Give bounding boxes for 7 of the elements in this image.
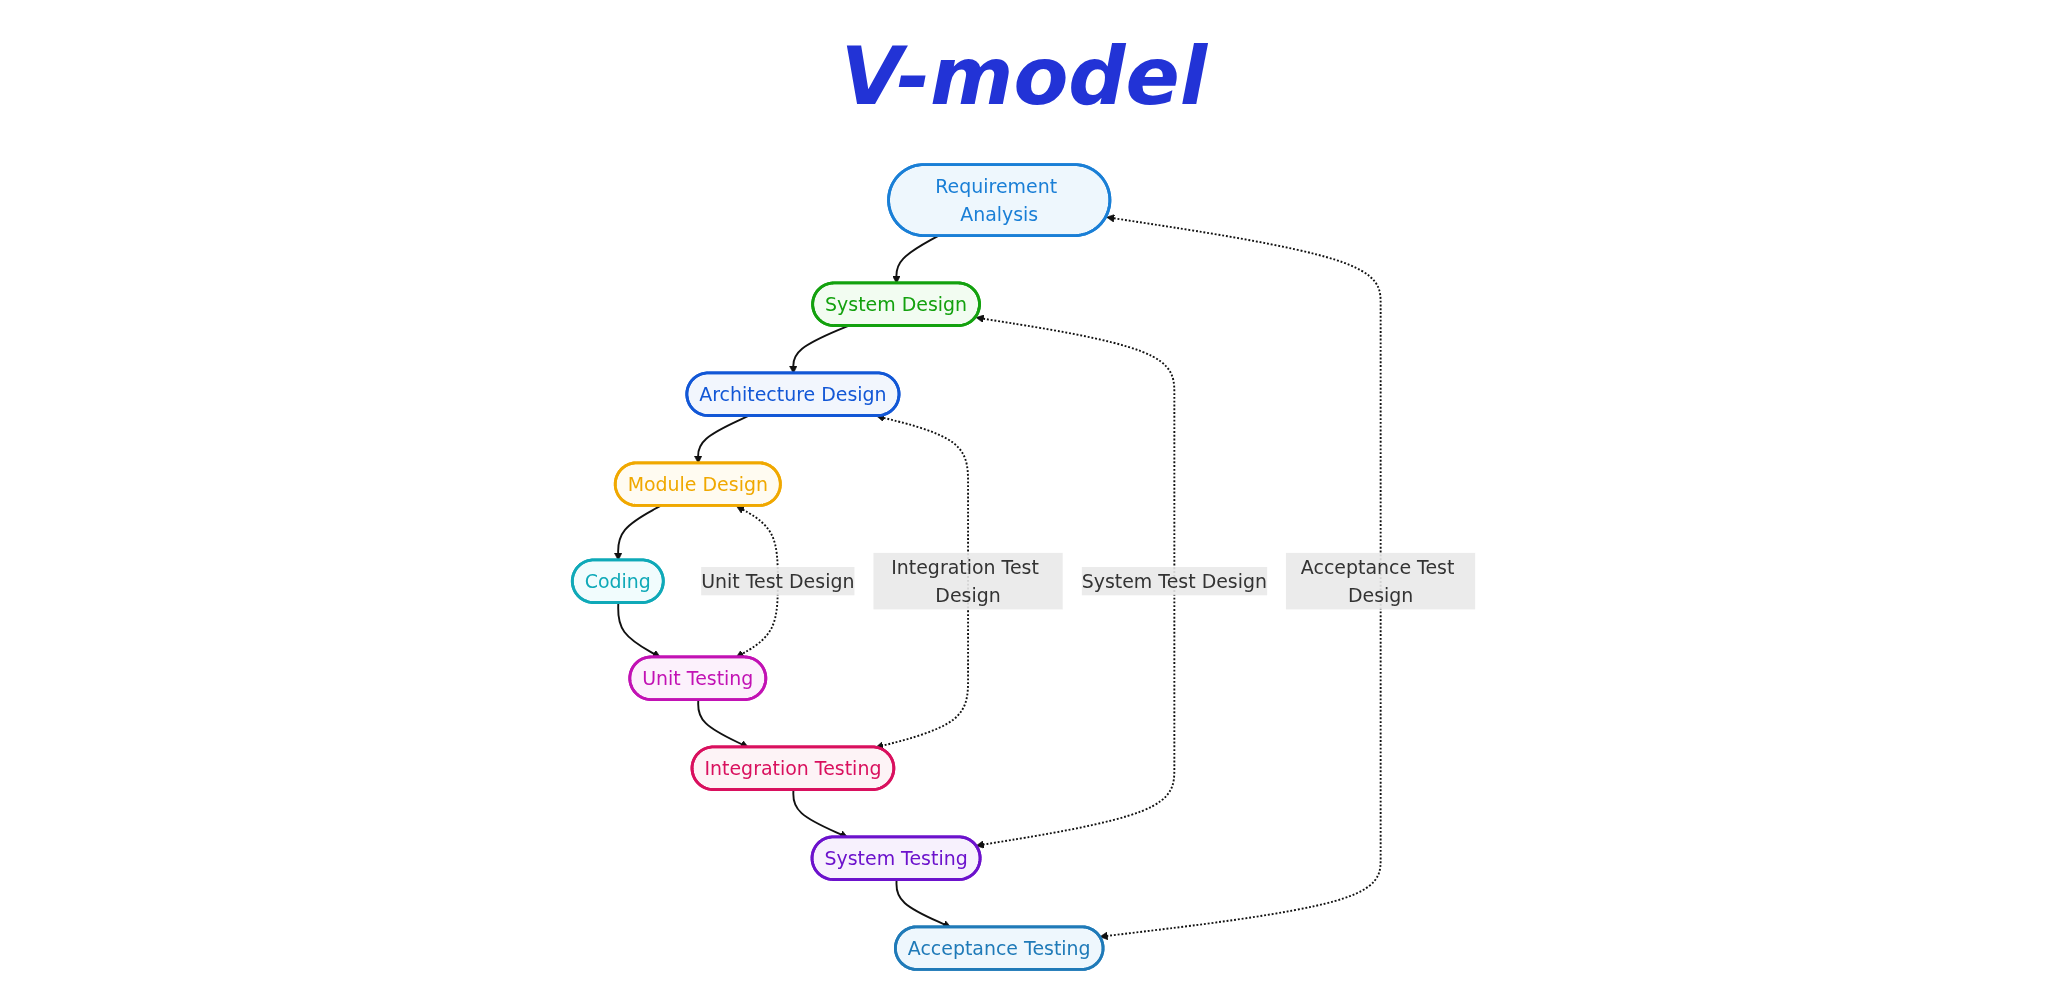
edge-label: Acceptance Test Design [1301,555,1455,607]
arrow [1099,214,1382,940]
edge-label: System Test Design [1081,569,1268,593]
edge-label: Integration Test Design [891,555,1040,607]
diagram-title: V-model [840,30,1208,123]
arrow [975,314,1176,849]
edge-label: Unit Test Design [701,569,855,593]
